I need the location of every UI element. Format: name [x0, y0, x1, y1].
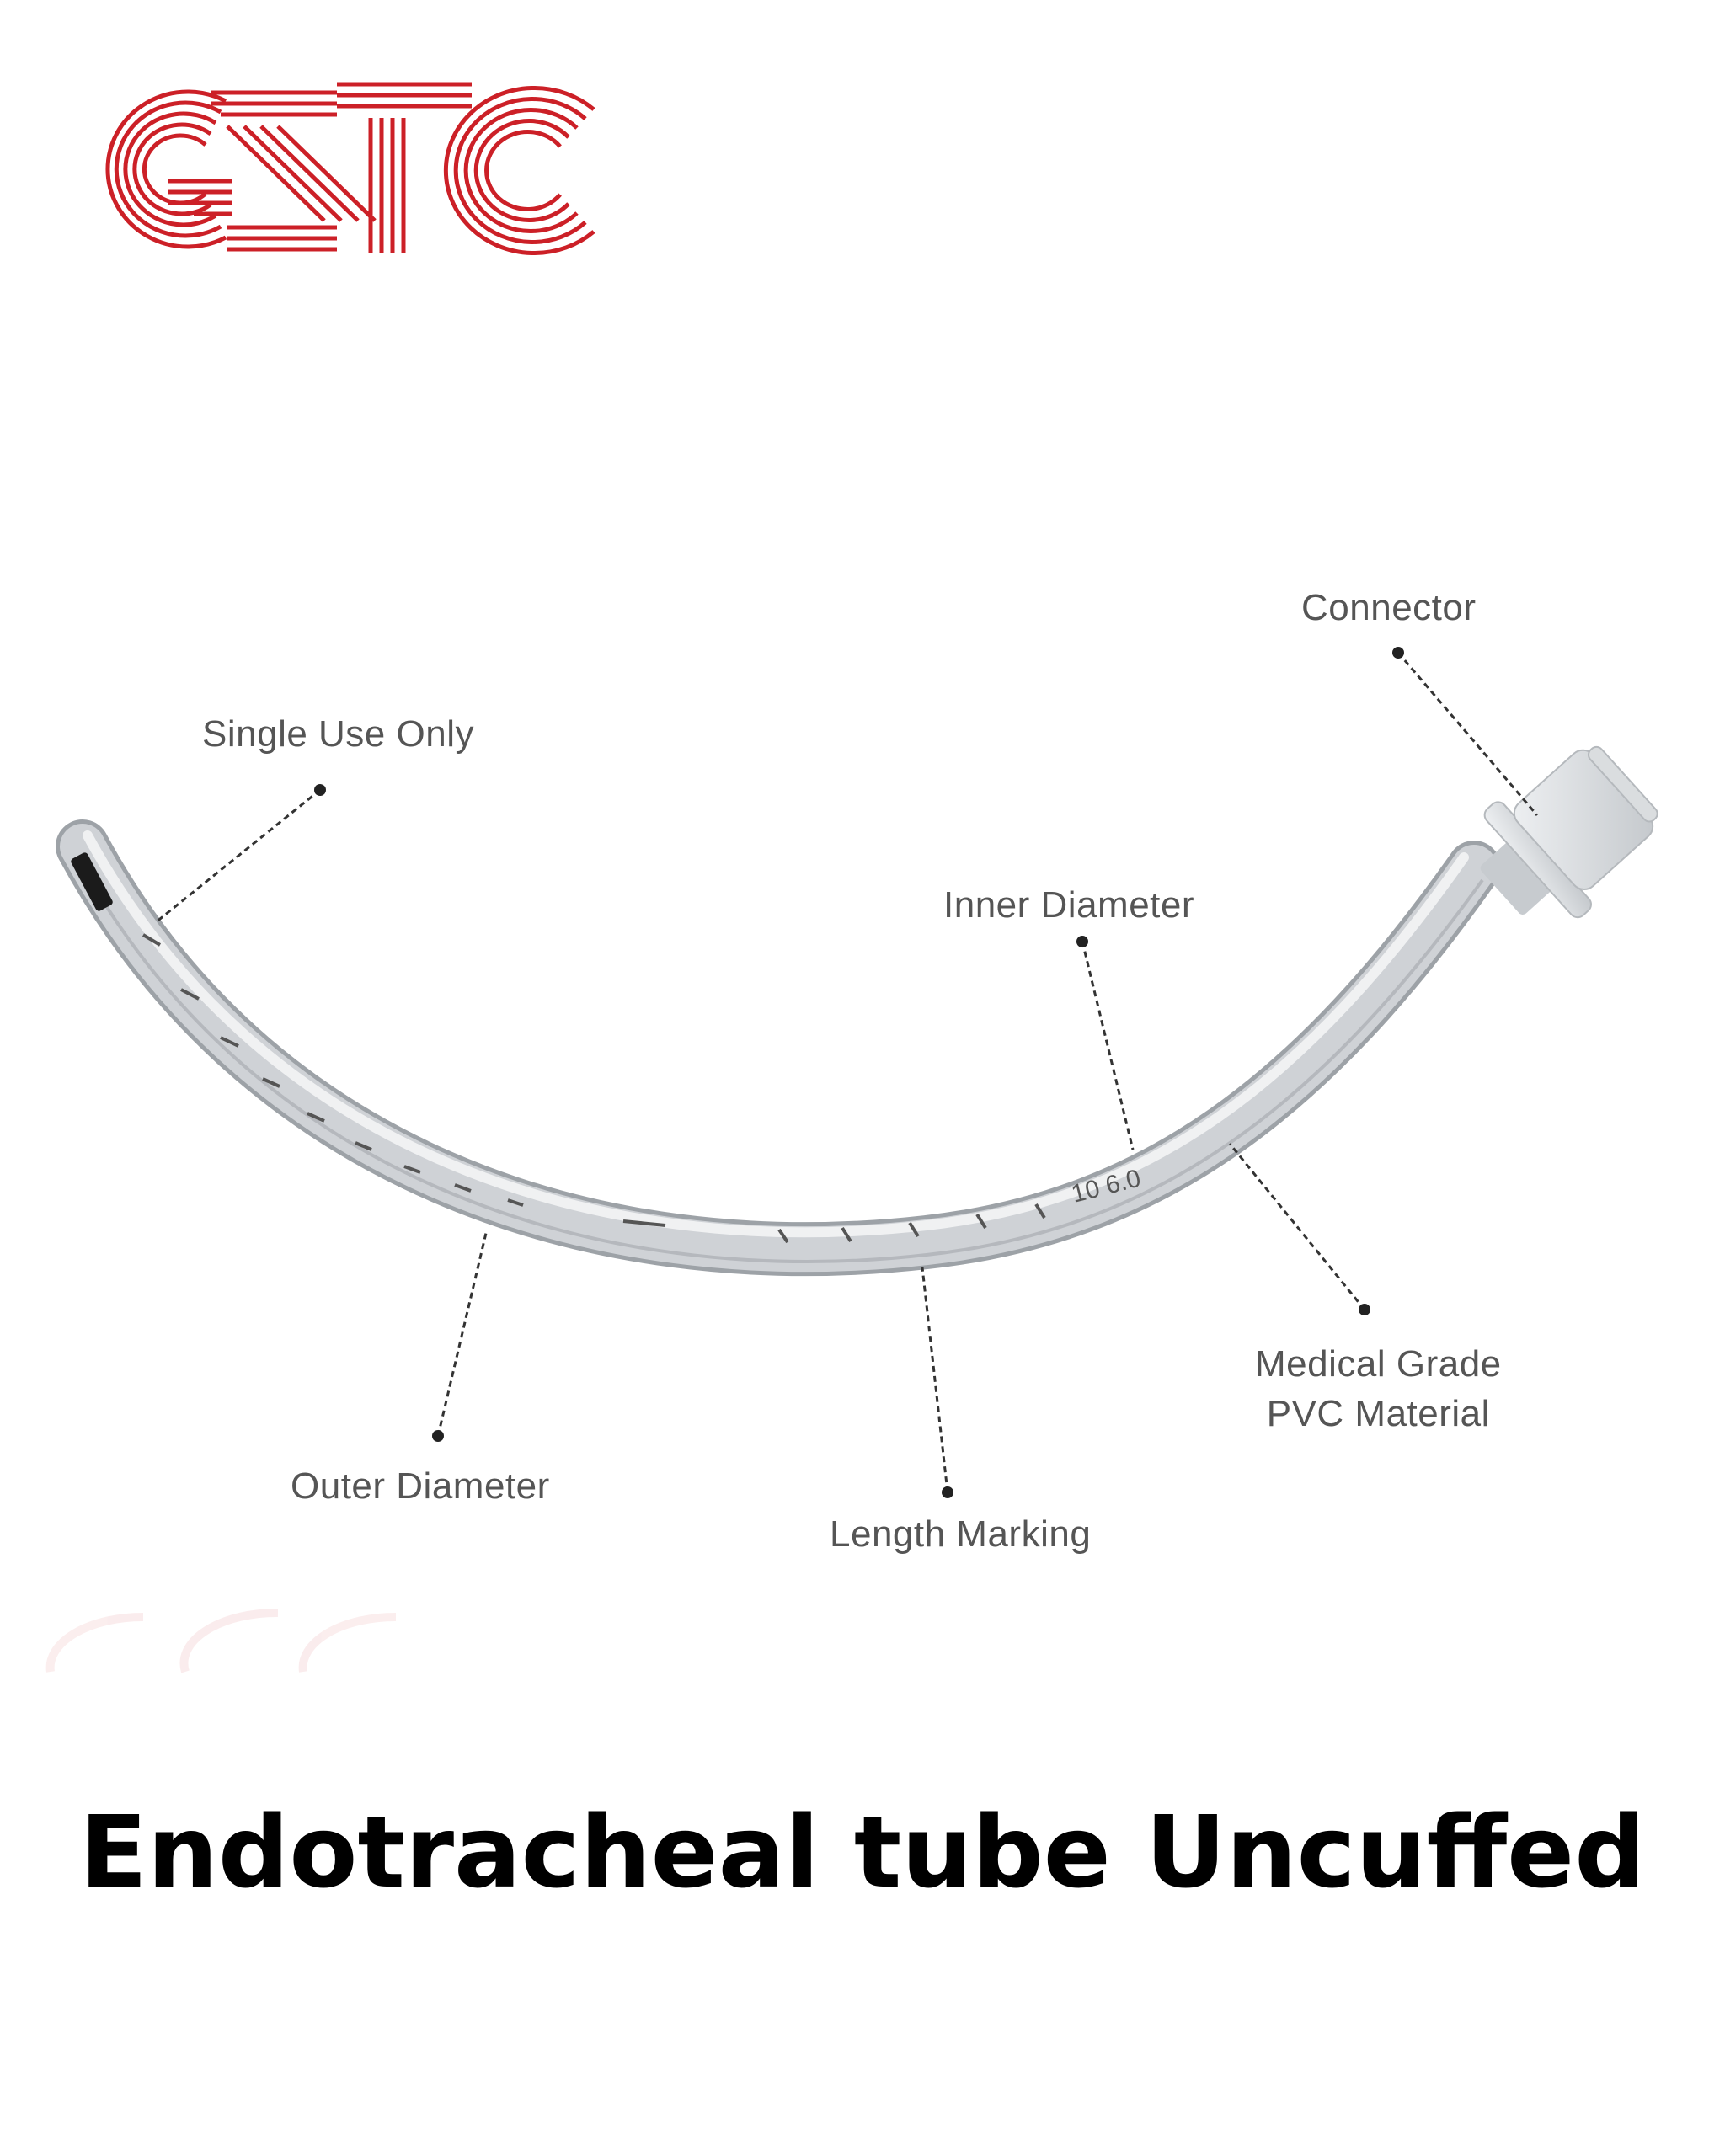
- gstc-logo: [105, 82, 595, 255]
- leader-inner-diameter: [1081, 941, 1135, 1150]
- logo-letter-c: [443, 86, 595, 255]
- label-material-line2: PVC Material: [1266, 1393, 1490, 1435]
- tube-highlight: [83, 830, 1469, 1238]
- leader-outer-diameter: [436, 1229, 489, 1437]
- label-material-line1: Medical Grade: [1255, 1343, 1502, 1385]
- logo-watermark: [45, 1608, 397, 1673]
- leader-material: [1228, 1143, 1366, 1310]
- tube-tip-marker: [71, 852, 113, 911]
- logo-letter-g: [105, 89, 232, 249]
- tube-lumen-line: [76, 857, 1484, 1263]
- endotracheal-tube: 10 6.0: [56, 745, 1658, 1277]
- tube-connector: [1480, 745, 1658, 919]
- label-length-marking: Length Marking: [830, 1513, 1092, 1555]
- logo-letter-t: [337, 82, 472, 253]
- tube-body: [60, 824, 1497, 1273]
- logo-letter-s: [211, 90, 377, 252]
- label-connector: Connector: [1301, 587, 1477, 628]
- leader-lines: [155, 652, 1539, 1493]
- label-outer-diameter: Outer Diameter: [291, 1465, 550, 1507]
- leader-dots: [314, 647, 1404, 1498]
- label-inner-diameter: Inner Diameter: [943, 884, 1195, 926]
- leader-single-use: [155, 788, 321, 924]
- label-material: Medical Grade PVC Material: [1255, 1339, 1502, 1439]
- leader-connector: [1397, 652, 1539, 816]
- length-marking-ticks: [142, 933, 1046, 1244]
- label-single-use-only: Single Use Only: [202, 713, 474, 755]
- product-title: Endotracheal tube Uncuffed: [79, 1794, 1646, 1910]
- leader-length-marking: [921, 1267, 949, 1493]
